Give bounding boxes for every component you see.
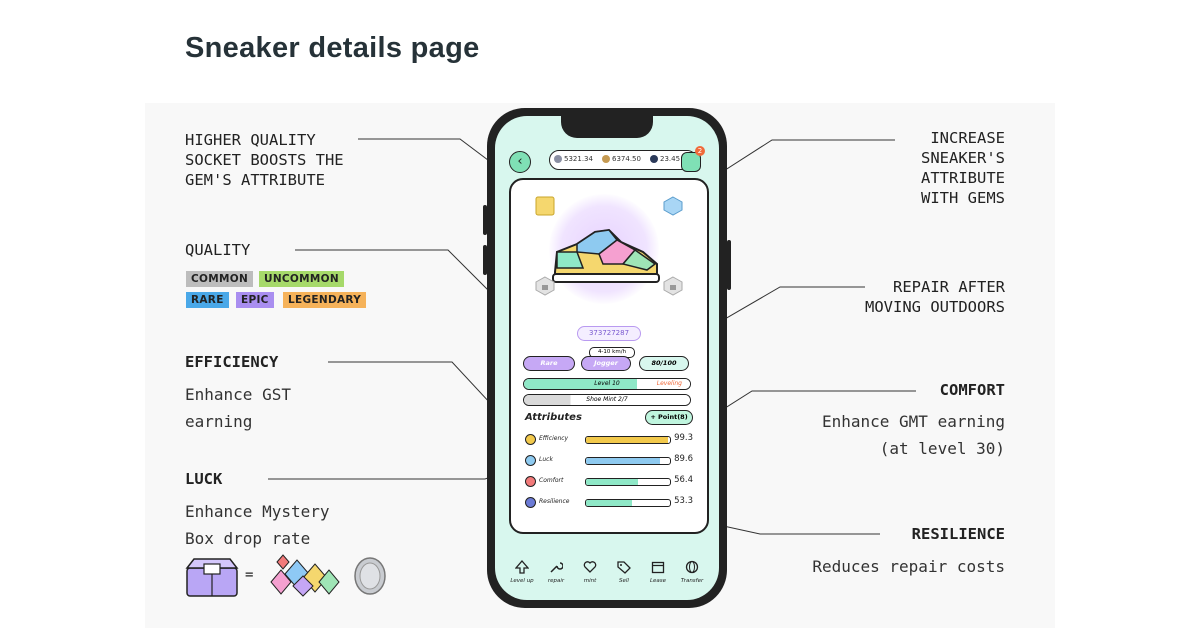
sol-coin-icon [554,155,562,163]
nav-level-up[interactable]: Level up [507,560,537,584]
durability-tag[interactable]: 80/100 [639,356,689,371]
coin-icon [354,557,386,595]
resilience-bar [585,499,671,507]
phone-volume-down [483,245,487,275]
phone-mockup: ‹ 5321.34 6374.50 23.45 2 373727287 4-10 [487,108,727,608]
balance-sol: 5321.34 [554,155,593,163]
luck-heading: LUCK [185,470,223,488]
attribute-row-comfort: Comfort 56.4 [523,474,703,488]
add-point-button[interactable]: + Point(8) [645,410,693,425]
phone-power-button [727,240,731,290]
level-bar: Level 10 Leveling [523,378,691,390]
quality-rare-badge: RARE [186,292,229,308]
back-button[interactable]: ‹ [509,151,531,173]
gmt-coin-icon [650,155,658,163]
quality-heading: QUALITY [185,241,251,259]
bottom-nav: Level up repair mint Sell Lease Transfer [503,560,711,600]
attribute-fill [586,458,660,464]
quality-epic-badge: EPIC [236,292,274,308]
heart-icon [583,561,597,573]
attribute-fill [586,437,669,443]
resilience-heading: RESILIENCE [911,525,1005,543]
attribute-fill [586,479,639,485]
locked-socket-left[interactable] [535,276,555,296]
sneaker-image [552,228,660,283]
gem-socket-yellow[interactable] [535,196,555,216]
mint-bar: Shoe Mint 2/7 [523,394,691,406]
phone-notch [561,116,653,138]
globe-icon [685,560,699,574]
quality-legendary-badge: LEGENDARY [283,292,367,308]
nav-lease[interactable]: Lease [643,560,673,584]
gst-coin-icon [602,155,610,163]
gems-pile-icon [270,554,340,597]
attribute-row-efficiency: Efficiency 99.3 [523,432,703,446]
sneaker-card: 373727287 4-10 km/h Rare Jogger 80/100 L… [509,178,709,534]
luck-icon [525,455,536,466]
locked-socket-right[interactable] [663,276,683,296]
quality-tag: Rare [523,356,575,371]
level-label: Level 10 [594,380,620,387]
luck-bar [585,457,671,465]
efficiency-heading: EFFICIENCY [185,353,279,371]
equals-sign: = [245,567,254,583]
gem-box-button[interactable] [681,152,701,172]
nav-mint[interactable]: mint [575,560,605,584]
mystery-box-icon [185,558,239,597]
efficiency-description: Enhance GST earning [185,385,291,431]
balance-gst: 6374.50 [602,155,641,163]
efficiency-icon [525,434,536,445]
level-up-icon [515,560,529,574]
nav-repair[interactable]: repair [541,560,571,584]
attributes-title: Attributes [525,412,582,423]
comfort-bar [585,478,671,486]
repair-caption: REPAIR AFTER MOVING OUTDOORS [865,278,1005,316]
phone-volume-up [483,205,487,235]
balance-gmt: 23.45 [650,155,680,163]
page-title: Sneaker details page [185,32,480,64]
gems-caption: INCREASE SNEAKER'S ATTRIBUTE WITH GEMS [921,129,1005,207]
luck-description: Enhance Mystery Box drop rate [185,502,330,548]
efficiency-bar [585,436,671,444]
gem-socket-blue[interactable] [663,196,683,216]
nav-sell[interactable]: Sell [609,560,639,584]
leveling-label: Leveling [656,380,682,387]
app-screen: ‹ 5321.34 6374.50 23.45 2 373727287 4-10 [495,116,719,600]
sneaker-id: 373727287 [577,326,641,341]
type-tag: Jogger [581,356,631,371]
socket-caption: HIGHER QUALITY SOCKET BOOSTS THE GEM'S A… [185,131,344,189]
mint-label: Shoe Mint 2/7 [586,396,628,403]
quality-uncommon-badge: UNCOMMON [259,271,344,287]
nav-transfer[interactable]: Transfer [677,560,707,584]
comfort-heading: COMFORT [939,381,1005,399]
resilience-icon [525,497,536,508]
attribute-row-resilience: Resilience 53.3 [523,495,703,509]
attribute-fill [586,500,633,506]
attribute-row-luck: Luck 89.6 [523,453,703,467]
comfort-icon [525,476,536,487]
balance-bar: 5321.34 6374.50 23.45 [549,150,697,170]
quality-common-badge: COMMON [186,271,254,287]
resilience-description: Reduces repair costs [812,557,1005,576]
gem-count-badge: 2 [695,146,705,156]
comfort-description: Enhance GMT earning (at level 30) [821,412,1005,458]
tag-icon [617,561,631,574]
wrench-icon [550,562,563,573]
calendar-icon [651,561,665,574]
